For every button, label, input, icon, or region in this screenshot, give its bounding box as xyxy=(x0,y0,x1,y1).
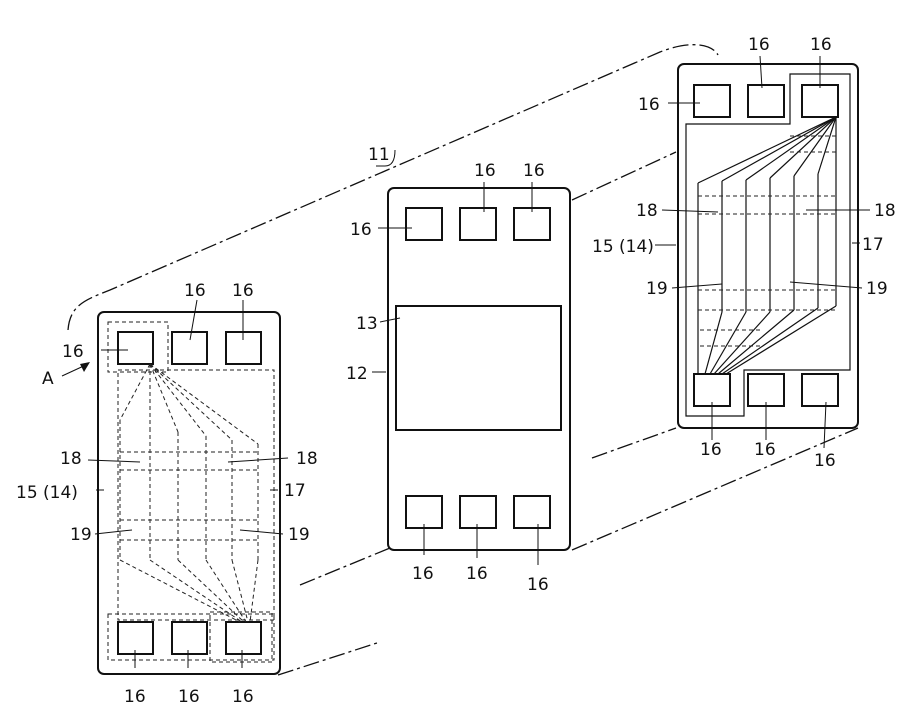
view-arrow-icon xyxy=(80,362,90,372)
label-12: 12 xyxy=(346,364,368,384)
label-16: 16 xyxy=(523,161,545,181)
die-area xyxy=(396,306,561,430)
label-18: 18 xyxy=(60,449,82,469)
label-15-14: 15 (14) xyxy=(16,483,78,503)
label-16: 16 xyxy=(754,440,776,460)
label-15-14: 15 (14) xyxy=(592,237,654,257)
label-19: 19 xyxy=(70,525,92,545)
label-A: A xyxy=(42,369,54,389)
label-16: 16 xyxy=(124,687,146,707)
right-substrate xyxy=(678,64,858,428)
left-dashed-wires xyxy=(120,364,258,622)
label-16: 16 xyxy=(748,35,770,55)
center-chip xyxy=(388,188,570,550)
label-16: 16 xyxy=(350,220,372,240)
label-13: 13 xyxy=(356,314,378,334)
label-18: 18 xyxy=(296,449,318,469)
reference-labels: 11 16 16 16 A 18 18 15 (14) 17 19 19 16 … xyxy=(16,35,896,707)
label-16: 16 xyxy=(232,281,254,301)
left-substrate xyxy=(98,312,280,674)
label-18: 18 xyxy=(636,201,658,221)
right-wires xyxy=(698,117,836,374)
label-16: 16 xyxy=(638,95,660,115)
label-19: 19 xyxy=(288,525,310,545)
label-16: 16 xyxy=(178,687,200,707)
left-pads xyxy=(118,332,261,654)
label-16: 16 xyxy=(412,564,434,584)
assembly-outline xyxy=(68,45,858,675)
label-16: 16 xyxy=(527,575,549,595)
label-11: 11 xyxy=(368,145,390,165)
label-16: 16 xyxy=(474,161,496,181)
label-16: 16 xyxy=(184,281,206,301)
center-pads xyxy=(406,208,550,528)
label-16: 16 xyxy=(62,342,84,362)
label-19: 19 xyxy=(646,279,668,299)
label-16: 16 xyxy=(232,687,254,707)
label-19: 19 xyxy=(866,279,888,299)
label-17: 17 xyxy=(284,481,306,501)
label-17: 17 xyxy=(862,235,884,255)
label-16: 16 xyxy=(810,35,832,55)
label-16: 16 xyxy=(814,451,836,471)
label-16: 16 xyxy=(700,440,722,460)
label-18: 18 xyxy=(874,201,896,221)
right-pads xyxy=(694,85,838,406)
label-16: 16 xyxy=(466,564,488,584)
